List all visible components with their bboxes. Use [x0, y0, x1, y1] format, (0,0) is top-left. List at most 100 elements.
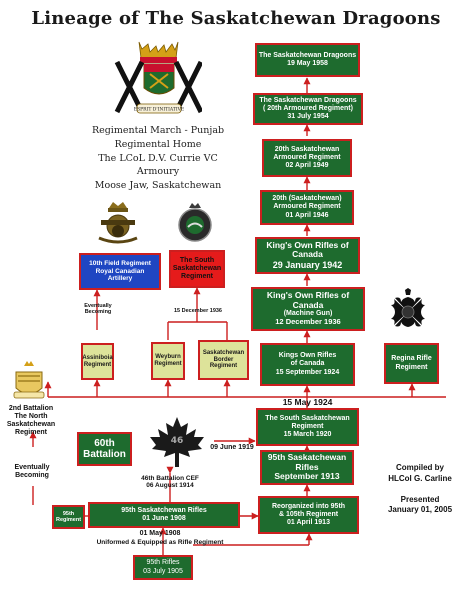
- node-name: Kings Own Rifles: [278, 352, 337, 360]
- node-date: 02 April 1949: [285, 162, 329, 170]
- node-weyburn[interactable]: Weyburn Regiment: [151, 342, 185, 380]
- node-line1: The South: [179, 256, 215, 264]
- node-line3: Regiment: [181, 273, 213, 281]
- node-line1: Saskatchewan: [202, 349, 245, 356]
- cef-line2: 06 August 1914: [146, 482, 194, 490]
- node-armoured-1946[interactable]: 20th (Saskatchewan) Armoured Regiment 01…: [260, 190, 354, 225]
- node-assiniboia[interactable]: Assiniboia Regiment: [81, 343, 114, 380]
- node-name: King's Own Rifles of Canada: [266, 239, 349, 260]
- node-line1: Regina Rifle: [391, 355, 432, 363]
- node-sub: Armoured Regiment: [273, 153, 341, 161]
- presented-date: January 01, 2005: [387, 505, 453, 515]
- date-1936-label: 15 December 1936: [173, 308, 222, 314]
- node-95th-regiment[interactable]: 95th Regiment: [52, 505, 85, 529]
- location: Moose Jaw, Saskatchewan: [94, 180, 222, 192]
- armoury-name: The LCoL D.V. Currie VC Armoury: [98, 152, 218, 178]
- node-name: The Saskatchewan Dragoons: [259, 96, 357, 104]
- node-date: 15 September 1924: [275, 368, 340, 376]
- node-date: 03 July 1905: [143, 567, 183, 575]
- node-date: 01 April 1946: [285, 211, 329, 219]
- node-name: 95th Saskatchewan: [267, 451, 347, 462]
- node-border[interactable]: Saskatchewan Border Regiment: [198, 340, 249, 380]
- node-line2: Border: [213, 356, 234, 363]
- node-line2: Regiment: [55, 517, 82, 523]
- node-line1: 95th: [62, 510, 75, 517]
- node-line2: Saskatchewan: [172, 264, 222, 272]
- node-sub: Rifles: [295, 461, 319, 472]
- node-date: 12 December 1936: [275, 317, 341, 327]
- compiled-by: Compiled by: [395, 463, 444, 472]
- node-name: 95th Rifles: [146, 559, 180, 567]
- node-line2: Battalion: [83, 449, 126, 460]
- node-regina[interactable]: Regina Rifle Regiment: [384, 343, 439, 384]
- page-title: Lineage of The Saskatchewan Dragoons: [31, 8, 441, 29]
- node-rifles-1905[interactable]: 95th Rifles 03 July 1905: [133, 555, 193, 580]
- date-1924-label: 15 May 1924: [282, 397, 333, 407]
- node-date: 31 July 1954: [287, 113, 329, 121]
- node-rifles-1908[interactable]: 95th Saskatchewan Rifles 01 June 1908: [88, 502, 240, 528]
- eventually-becoming-label: Eventually Becoming: [84, 303, 112, 316]
- eventually-line1: Eventually: [14, 464, 50, 471]
- date-1908-label: 01 May 1908: [139, 530, 181, 537]
- node-line2: Regiment: [395, 363, 428, 371]
- north-line2: The North: [14, 413, 48, 421]
- node-line2: Regiment: [154, 361, 182, 367]
- node-kings-own-1942[interactable]: King's Own Rifles of Canada 29 January 1…: [255, 237, 360, 274]
- node-south-sask-1920[interactable]: The South Saskatchewan Regiment 15 March…: [256, 408, 359, 446]
- cef-label: 46th Battalion CEF 06 August 1914: [120, 475, 220, 490]
- node-name: The Saskatchewan Dragoons: [258, 51, 357, 59]
- node-reorganized[interactable]: Reorganized into 95th & 105th Regiment 0…: [258, 496, 359, 534]
- node-60th-battalion[interactable]: 60th Battalion: [77, 432, 132, 466]
- dragoons-crest-icon: ESPRIT D'INITIATIVE: [114, 41, 202, 114]
- node-date: 01 June 1908: [142, 515, 186, 522]
- north-line4: Regiment: [15, 429, 47, 437]
- node-line2: Regiment: [83, 361, 112, 368]
- north-line3: Saskatchewan: [6, 421, 56, 429]
- node-kings-own-1936[interactable]: King's Own Rifles of Canada (Machine Gun…: [251, 287, 365, 331]
- node-line1: 10th Field Regiment: [89, 260, 151, 268]
- svg-text:ESPRIT D'INITIATIVE: ESPRIT D'INITIATIVE: [134, 107, 184, 113]
- presented: Presented: [400, 494, 440, 504]
- node-line3: Artillery: [107, 275, 133, 283]
- regiment-info: Regimental March - Punjab Regimental Hom…: [78, 124, 238, 193]
- node-date: 15 March 1920: [283, 431, 332, 439]
- node-line1: Reorganized into 95th: [271, 502, 346, 510]
- node-rifles-1913[interactable]: 95th Saskatchewan Rifles September 1913: [260, 450, 354, 485]
- maple-leaf-badge-icon: 46: [150, 417, 204, 467]
- node-date: September 1913: [274, 471, 340, 482]
- node-sub: Regiment: [291, 422, 324, 430]
- node-sub: (Machine Gun): [283, 310, 333, 318]
- node-line3: Regiment: [209, 363, 238, 370]
- north-sask-label: 2nd Battalion The North Saskatchewan Reg…: [0, 405, 62, 437]
- node-date: 19 May 1958: [287, 60, 328, 67]
- south-sask-badge-icon: [178, 203, 212, 242]
- node-south-sask[interactable]: The South Saskatchewan Regiment: [169, 250, 225, 288]
- node-dragoons-1958[interactable]: The Saskatchewan Dragoons 19 May 1958: [255, 43, 360, 77]
- node-field-regiment[interactable]: 10th Field Regiment Royal Canadian Artil…: [79, 253, 161, 290]
- node-line2: & 105th Regiment: [278, 510, 339, 518]
- maltese-cross-icon: [391, 288, 425, 327]
- node-name: 20th Saskatchewan: [274, 145, 340, 153]
- node-kings-own-1924[interactable]: Kings Own Rifles of Canada 15 September …: [260, 343, 355, 386]
- node-line1: 60th: [94, 437, 115, 449]
- north-sask-badge-icon: [13, 361, 45, 399]
- node-armoured-1949[interactable]: 20th Saskatchewan Armoured Regiment 02 A…: [262, 139, 352, 177]
- author: HLCol G. Carline: [388, 473, 452, 483]
- node-sub: of Canada: [290, 360, 325, 368]
- node-line2: Royal Canadian: [95, 267, 145, 275]
- node-line3: 01 April 1913: [287, 519, 330, 527]
- node-line1: Assiniboia: [82, 354, 113, 361]
- node-line1: Weyburn: [155, 354, 181, 361]
- regimental-march: Regimental March - Punjab: [91, 125, 225, 136]
- node-name: King's Own Rifles of Canada: [266, 289, 350, 310]
- node-name: 20th (Saskatchewan): [272, 195, 342, 203]
- eventually-line2: Becoming: [15, 472, 49, 480]
- eventually-label: Eventually Becoming: [2, 464, 62, 480]
- uniformed-label: Uniformed & Equipped as Rifle Regiment: [96, 539, 224, 546]
- node-name: The South Saskatchewan: [265, 414, 350, 422]
- node-dragoons-1954[interactable]: The Saskatchewan Dragoons ( 20th Armoure…: [253, 93, 363, 125]
- regimental-home: Regimental Home: [114, 138, 202, 150]
- artillery-badge-icon: [98, 202, 138, 244]
- svg-text:46: 46: [171, 436, 184, 446]
